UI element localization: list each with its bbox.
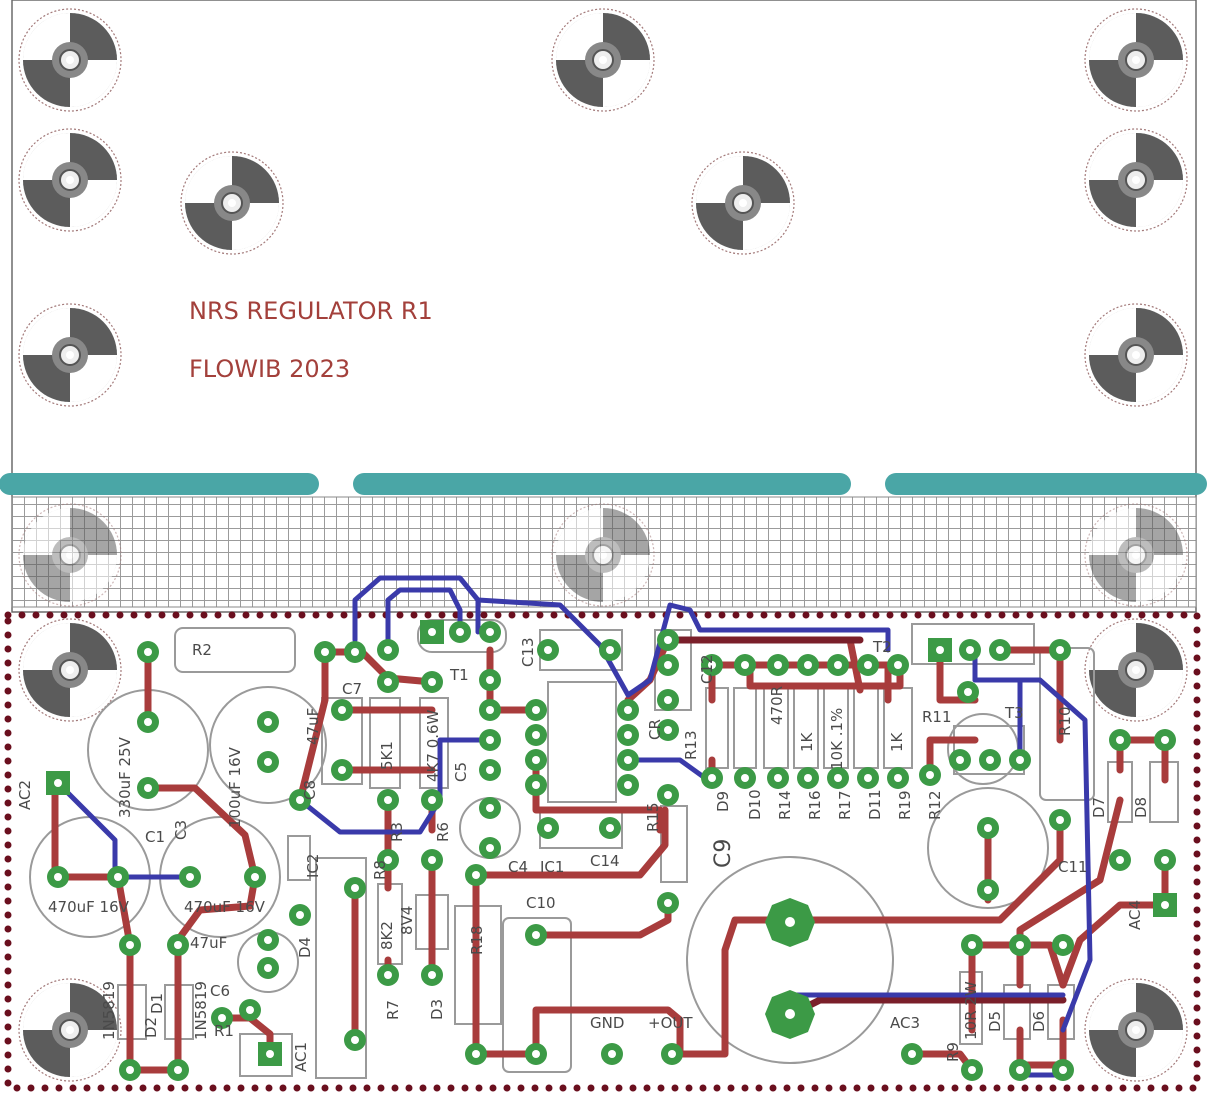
label-r17-value: 10K .1% <box>828 708 846 770</box>
label-t1: T1 <box>449 666 469 684</box>
label-c11: C11 <box>1058 858 1088 876</box>
label-r6: R6 <box>434 822 452 842</box>
label-d5: D5 <box>986 1011 1004 1032</box>
label-c2-value: 470uF 16V <box>48 898 130 916</box>
label-r8-value: 8K2 <box>378 921 396 950</box>
label-r17: R17 <box>836 790 854 820</box>
label-d3-value: 8V4 <box>398 906 416 935</box>
label-r9: R9 <box>944 1042 962 1062</box>
label-c9: C9 <box>711 839 736 868</box>
label-ac2: AC2 <box>16 780 34 810</box>
label-r5-value: 5K1 <box>378 741 396 770</box>
silkscreen-outlines <box>29 619 1179 1079</box>
label-c6-value: 47uF <box>190 934 227 952</box>
label-r10: R10 <box>1056 706 1074 736</box>
label-r7: R7 <box>384 1000 402 1020</box>
label-c3: C3 <box>172 820 190 840</box>
label-r16: R16 <box>806 790 824 820</box>
label-t3: T3 <box>1004 704 1024 722</box>
label-ac3: AC3 <box>890 1014 920 1032</box>
label-ac4: AC4 <box>1126 900 1144 930</box>
label-r3: R3 <box>388 822 406 842</box>
label-r15: R15 <box>644 802 662 832</box>
label-gnd: GND <box>590 1014 624 1032</box>
label-r14-value: 470R <box>768 686 786 725</box>
label-d4: D4 <box>296 937 314 958</box>
label-c12: C12 <box>698 654 716 684</box>
label-d1: D1 <box>148 993 166 1014</box>
label-c3-value: 100uF 16V <box>226 746 244 828</box>
label-c4-value: 47uF <box>304 708 322 745</box>
label-r19: R19 <box>896 790 914 820</box>
label-d9: D9 <box>714 791 732 812</box>
label-ac1: AC1 <box>292 1042 310 1072</box>
label-c8: C8 <box>301 780 319 800</box>
label-c13: C13 <box>519 637 537 667</box>
keepout-border <box>4 611 1201 1092</box>
label-c4: C4 <box>508 858 528 876</box>
label-d8: D8 <box>1132 797 1150 818</box>
label-r9-value: 10R 2W <box>962 981 980 1040</box>
label-c1: C1 <box>145 828 165 846</box>
label-c6: C6 <box>210 982 230 1000</box>
label-t2: T2 <box>872 638 892 656</box>
label-d3: D3 <box>428 999 446 1020</box>
label-out: +OUT <box>648 1014 693 1032</box>
label-cr: CR <box>646 719 664 740</box>
label-r13: R13 <box>682 730 700 760</box>
label-r1: R1 <box>214 1022 234 1040</box>
label-r14: R14 <box>776 790 794 820</box>
label-c10: C10 <box>526 894 556 912</box>
bottom-copper-traces <box>52 575 1093 1078</box>
label-d6: D6 <box>1030 1011 1048 1032</box>
label-c1-value: 330uF 25V <box>116 736 134 818</box>
label-ic2: IC2 <box>304 854 322 878</box>
label-d10: D10 <box>746 789 764 820</box>
label-ic1: IC1 <box>540 858 564 876</box>
label-r8: R8 <box>371 860 389 880</box>
label-c5: C5 <box>452 762 470 782</box>
label-c7: C7 <box>342 680 362 698</box>
label-r11: R11 <box>922 708 952 726</box>
label-d2-value: 1N5819 <box>100 981 118 1040</box>
label-r18: R18 <box>468 925 486 955</box>
label-r2: R2 <box>192 641 212 659</box>
label-c14: C14 <box>590 852 620 870</box>
c9-pads <box>765 898 815 1039</box>
label-r19-value: 1K <box>888 731 906 752</box>
label-r12: R12 <box>926 790 944 820</box>
label-d7: D7 <box>1090 797 1108 818</box>
label-d1-value: 1N5819 <box>192 981 210 1040</box>
label-c2b-value: 470uF 16V <box>184 898 266 916</box>
label-d11: D11 <box>866 789 884 820</box>
label-r4-value: 4K7 0.6W <box>424 709 442 782</box>
label-r16-value: 1K <box>798 731 816 752</box>
label-d2: D2 <box>142 1017 160 1038</box>
component-labels: R2 C7 T1 C13 C12 T2 R11 T3 R10 AC2 C1 C3… <box>16 637 1150 1072</box>
board-subtitle: FLOWIB 2023 <box>189 355 350 383</box>
board-title: NRS REGULATOR R1 <box>189 297 433 325</box>
